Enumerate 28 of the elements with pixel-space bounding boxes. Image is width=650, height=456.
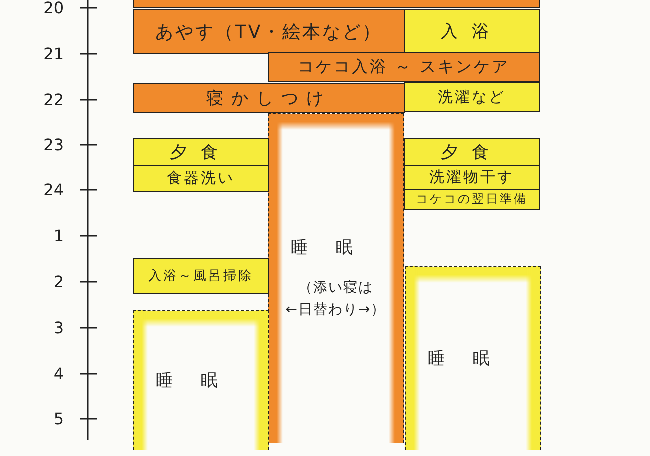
activity-bar: 夕食	[133, 138, 269, 166]
activity-bar: コケコ入浴 ～ スキンケア	[268, 52, 540, 82]
activity-bar: コケコの翌日準備	[404, 189, 540, 210]
sleep-label: 睡眠	[291, 236, 381, 259]
hour-label: 20	[42, 0, 64, 18]
hour-label: 21	[42, 44, 64, 64]
hour-label: 2	[52, 272, 64, 292]
activity-bar: 洗濯など	[404, 82, 540, 112]
hour-label: 22	[42, 90, 64, 110]
hour-label: 24	[42, 180, 64, 200]
sleep-label: 睡眠	[156, 370, 246, 392]
hour-label: 23	[42, 136, 64, 154]
activity-bar: 食器洗い	[133, 165, 269, 192]
activity-bar: 寝かしつけ	[133, 83, 405, 113]
sleep-label: 睡眠	[428, 348, 518, 370]
hour-label: 4	[52, 364, 64, 384]
activity-bar: あやす（TV・絵本など）	[133, 9, 405, 54]
activity-bar: 洗濯物干す	[404, 165, 540, 190]
hour-label: 3	[52, 318, 64, 338]
note-text: （添い寝は ←日替わり→）	[284, 278, 388, 320]
sleep-block	[133, 310, 269, 450]
sleep-block	[405, 266, 541, 450]
activity-bar: 入浴～風呂掃除	[133, 258, 269, 294]
activity-bar: 夕食	[404, 138, 540, 166]
activity-bar: 入浴	[404, 9, 540, 53]
hour-label: 5	[52, 410, 64, 428]
hour-label: 1	[52, 226, 64, 246]
sleep-block	[268, 113, 404, 443]
